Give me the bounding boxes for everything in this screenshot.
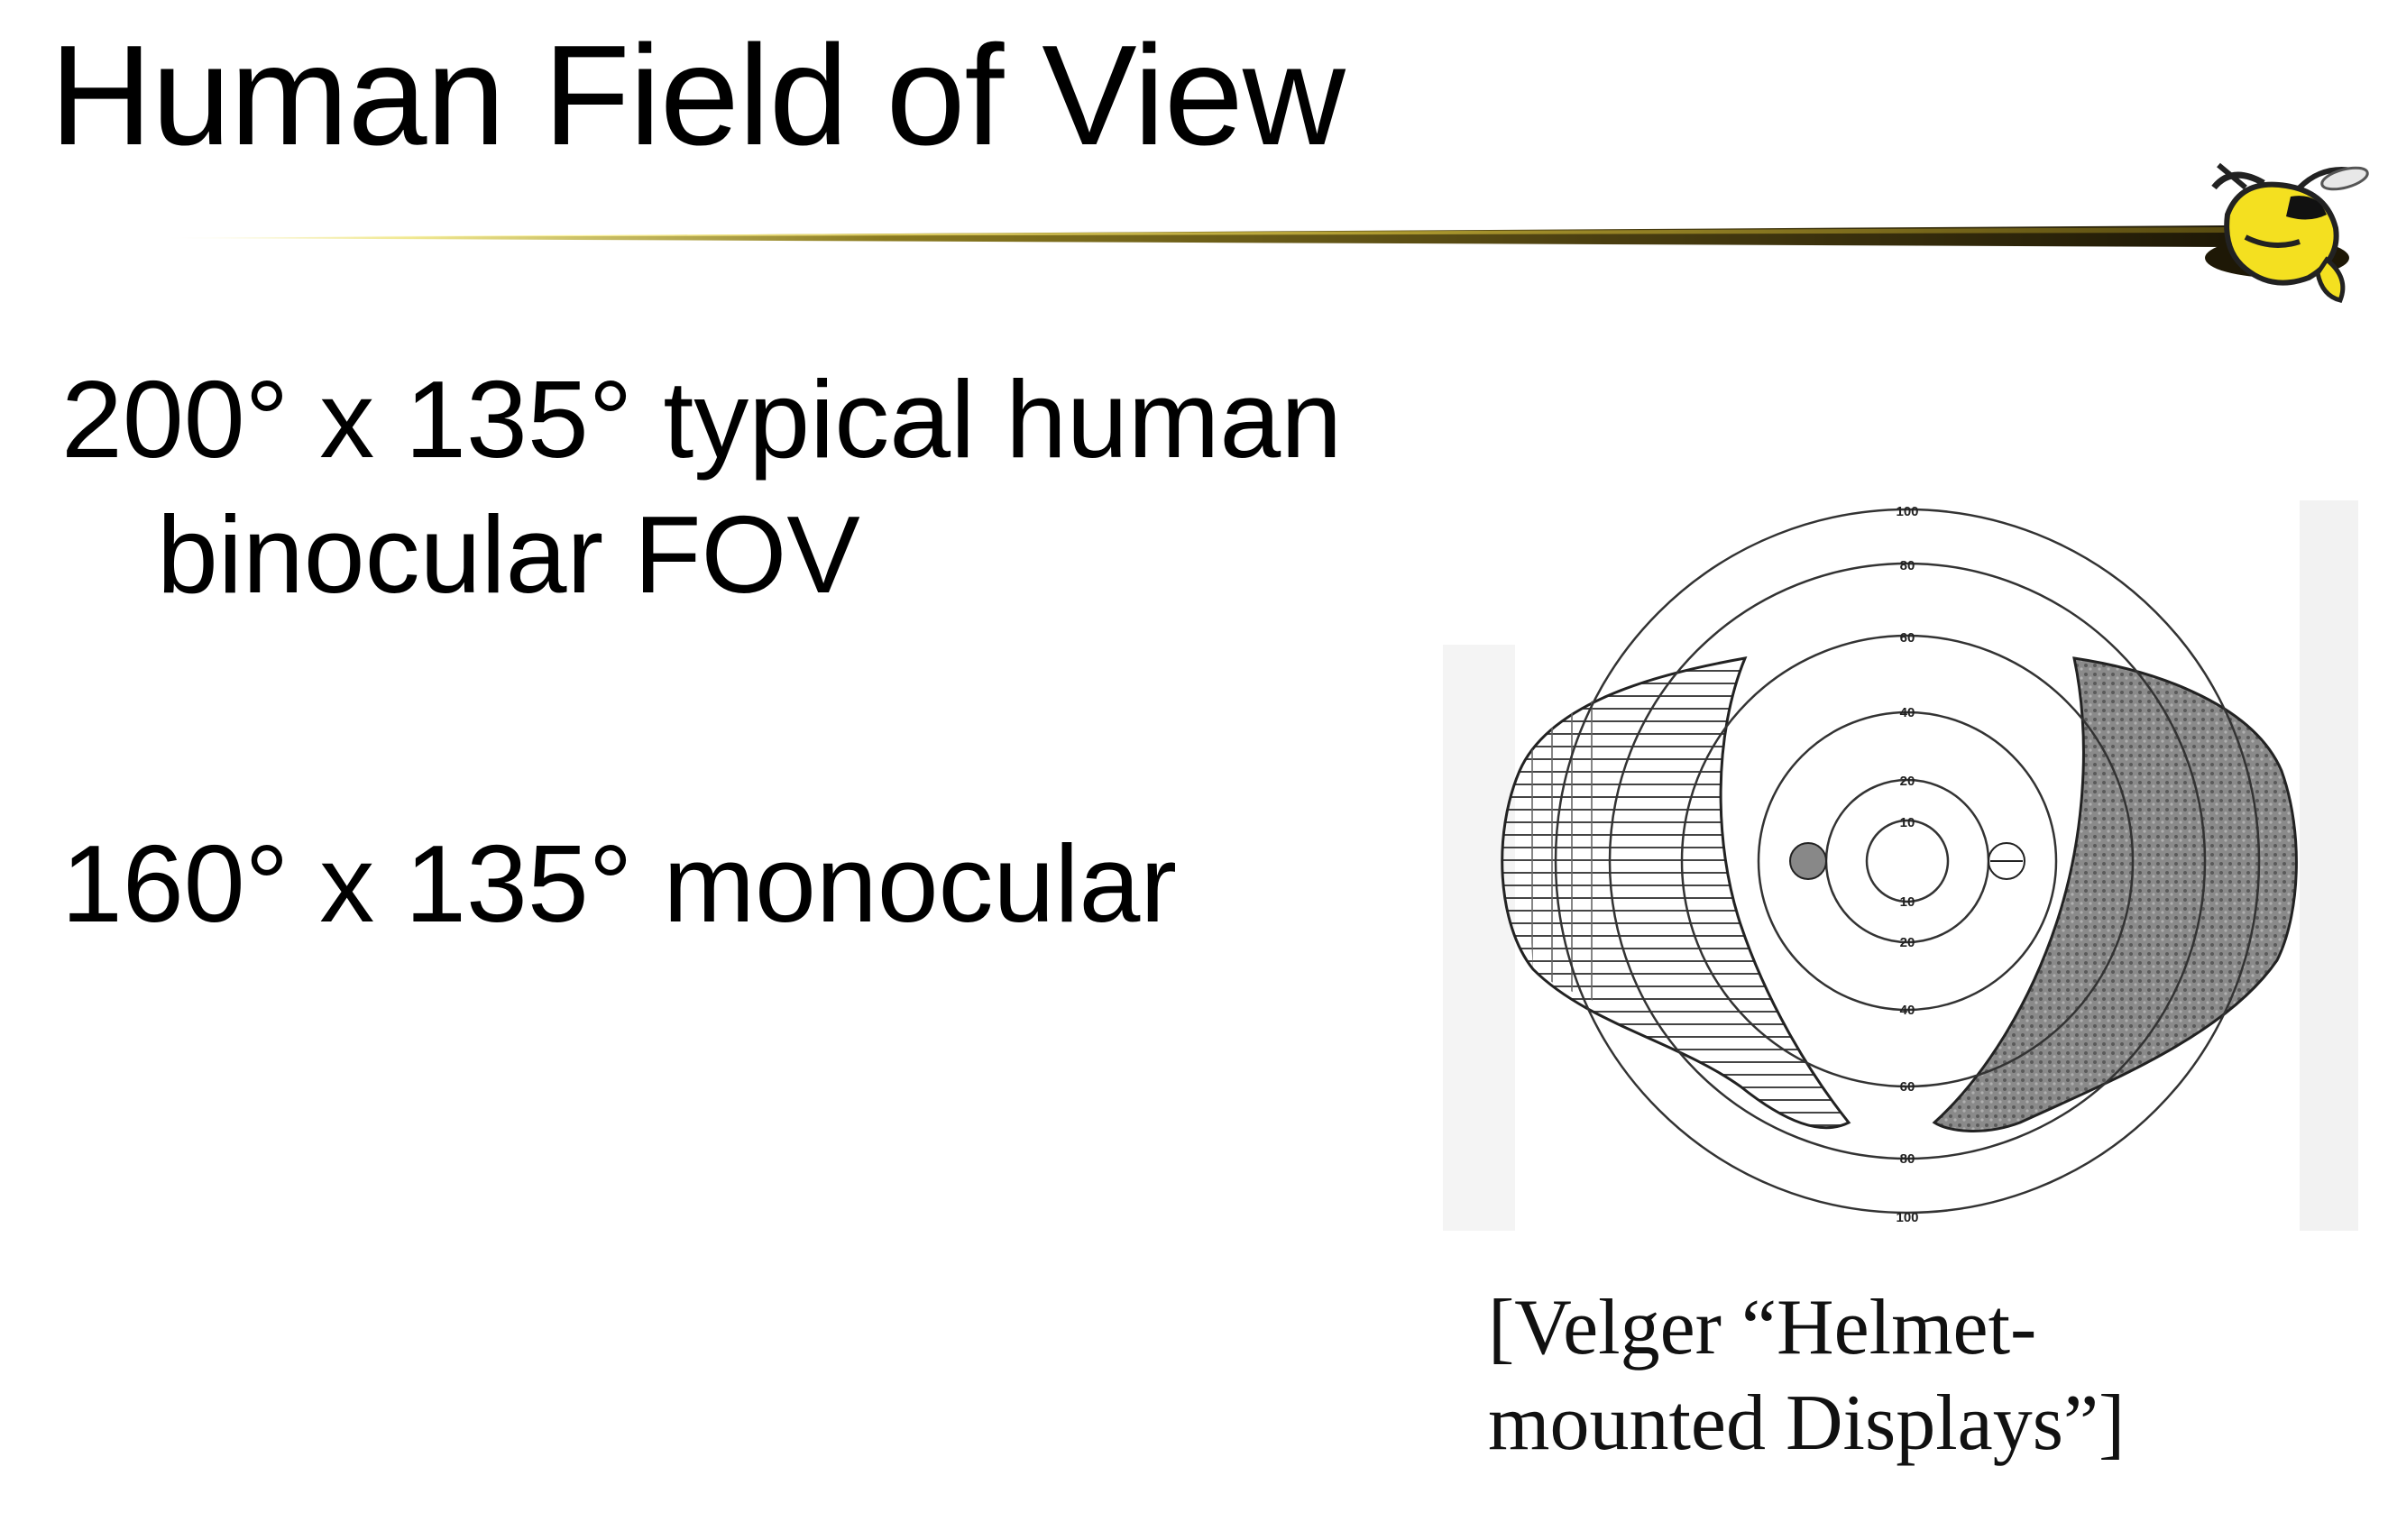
ring-label-top-60: 60 (1900, 630, 1915, 646)
field-of-view-diagram: 100 80 60 40 20 10 10 20 40 60 80 100 (1443, 500, 2358, 1231)
yellow-jacket-mascot-icon (2205, 162, 2369, 303)
ring-60 (1680, 634, 2135, 1088)
ring-label-top-10: 10 (1900, 815, 1915, 830)
caption-line1: [Velger “Helmet- (1488, 1284, 2037, 1371)
ring-100 (1554, 508, 2261, 1215)
bullet-monocular-fov: 160° x 135° monocular (61, 816, 1177, 951)
ring-label-bottom-80: 80 (1900, 1151, 1915, 1167)
ring-10 (1865, 819, 1950, 903)
left-blind-spot-icon (1789, 842, 1827, 880)
ring-label-top-40: 40 (1900, 705, 1915, 720)
bullet-binocular-fov: 200° x 135° typical human binocular FOV (61, 352, 1342, 622)
ring-label-bottom-100: 100 (1896, 1210, 1918, 1225)
right-blind-spot-icon (1988, 842, 2025, 880)
title-underline-rule (162, 225, 2227, 247)
ring-label-bottom-20: 20 (1900, 935, 1915, 950)
bullet-monocular-line1: 160° x 135° monocular (61, 822, 1177, 945)
ring-label-top-20: 20 (1900, 774, 1915, 789)
ring-label-top-100: 100 (1896, 504, 1918, 519)
ring-label-top-80: 80 (1900, 558, 1915, 573)
ring-label-bottom-10: 10 (1900, 894, 1915, 910)
ring-80 (1608, 562, 2207, 1160)
ring-40 (1757, 710, 2058, 1012)
bullet-binocular-line2: binocular FOV (157, 493, 860, 616)
ring-label-bottom-40: 40 (1900, 1003, 1915, 1018)
fov-polar-chart: 100 80 60 40 20 10 10 20 40 60 80 100 (1443, 500, 2358, 1231)
figure-caption-citation: [Velger “Helmet- mounted Displays”] (1488, 1280, 2125, 1471)
caption-line2: mounted Displays”] (1488, 1380, 2126, 1467)
slide-title: Human Field of View (50, 16, 1346, 175)
ring-label-bottom-60: 60 (1900, 1079, 1915, 1095)
bullet-binocular-line1: 200° x 135° typical human (61, 358, 1343, 481)
right-eye-field-region (1932, 656, 2298, 1132)
